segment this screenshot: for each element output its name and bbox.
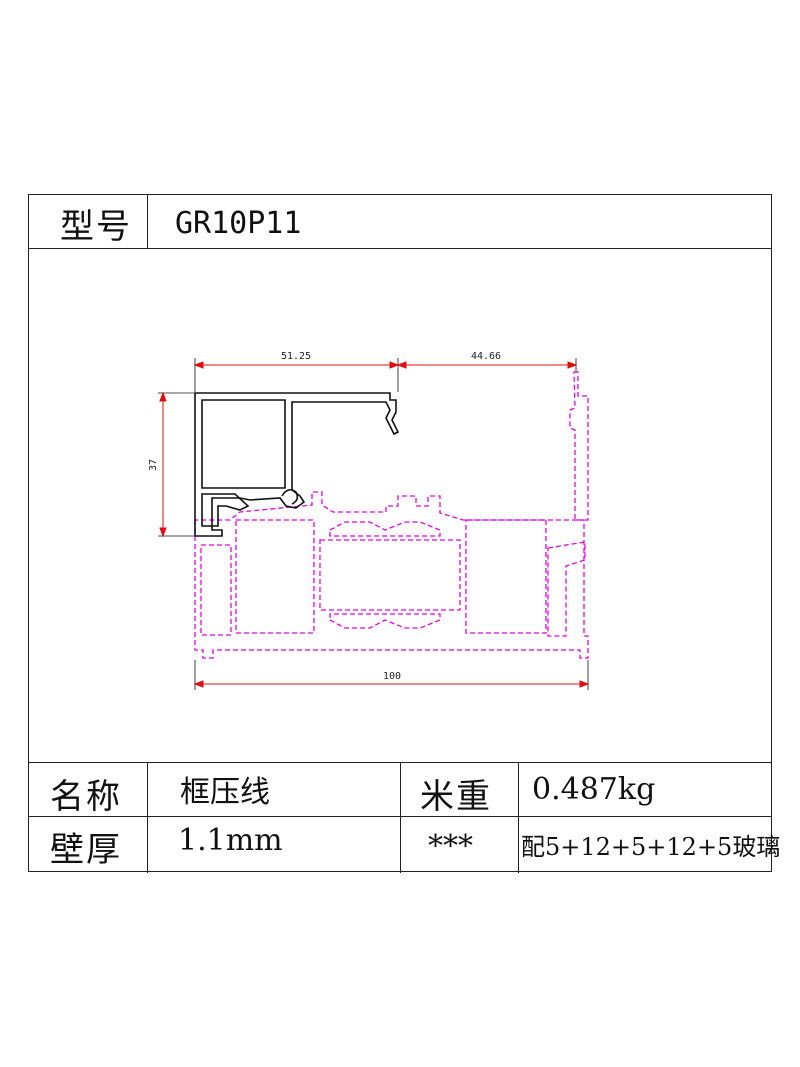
- frame-right-pocket: [547, 541, 586, 637]
- stars-value: ***: [428, 828, 473, 864]
- thickness-label: 壁厚: [50, 829, 122, 870]
- frame-left-chamber: [235, 519, 315, 634]
- frame-left-cavity: [200, 544, 232, 636]
- dim-height: 37: [148, 459, 159, 471]
- info-col-divider-2: [400, 762, 401, 873]
- bead-outline: [194, 392, 400, 537]
- bead-clip: [281, 488, 299, 505]
- frame-break-bottom: [329, 613, 441, 629]
- frame-break-top: [329, 521, 441, 537]
- bead-inner-chamber-left: [201, 399, 286, 489]
- dim-bottom: 100: [383, 671, 401, 682]
- reference-frame: [194, 371, 589, 659]
- bead-inner-hook: [201, 493, 250, 527]
- dim-top-right: 44.66: [471, 351, 501, 362]
- weight-label: 米重: [420, 776, 492, 817]
- model-label: 型号: [60, 206, 132, 247]
- thickness-value: 1.1mm: [178, 822, 283, 858]
- frame-right-chamber: [465, 519, 547, 634]
- header-divider: [29, 248, 771, 249]
- weight-value: 0.487kg: [532, 771, 656, 807]
- header-col-divider: [147, 195, 148, 248]
- title-block: [28, 194, 772, 873]
- info-col-divider-1: [147, 762, 148, 873]
- frame-right-fin: [569, 371, 589, 521]
- dim-top-left: 51.25: [281, 351, 311, 362]
- glass-note: 配5+12+5+12+5玻璃: [521, 832, 781, 861]
- frame-outline: [194, 491, 589, 659]
- glazing-bead-profile: [194, 392, 400, 537]
- name-label: 名称: [50, 776, 122, 817]
- dimension-lines: [158, 358, 590, 690]
- frame-middle-chamber: [319, 539, 461, 611]
- info-col-divider-3: [518, 762, 519, 873]
- model-value: GR10P11: [175, 205, 302, 241]
- name-value: 框压线: [180, 775, 270, 810]
